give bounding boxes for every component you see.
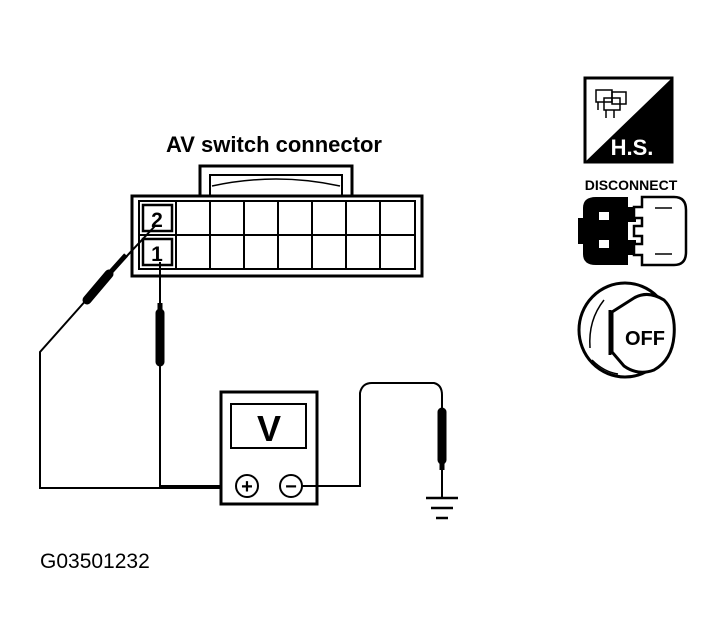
lead-wire-ground xyxy=(302,382,443,487)
ground-symbol-icon xyxy=(426,496,458,520)
connector-cavity-grid xyxy=(139,201,415,269)
meter-positive-terminal xyxy=(235,474,259,498)
lead-wire-pin-2 xyxy=(39,297,232,489)
disconnect-connector-icon xyxy=(578,195,688,267)
meter-minus-symbol: − xyxy=(285,476,297,498)
ignition-off-label: OFF xyxy=(625,328,665,350)
probe-pin-2 xyxy=(82,225,156,305)
lead-wire-pin-1 xyxy=(159,360,232,487)
meter-plus-symbol: + xyxy=(241,476,253,498)
hs-label: H.S. xyxy=(611,135,654,160)
pin-1-label: 1 xyxy=(151,243,163,266)
disconnect-label: DISCONNECT xyxy=(585,177,678,193)
harness-side-icon: H.S. xyxy=(583,76,674,164)
connector-title: AV switch connector xyxy=(166,132,382,157)
figure-id: G03501232 xyxy=(40,550,150,573)
voltmeter: V + − xyxy=(219,390,319,506)
pin-2-label: 2 xyxy=(151,209,163,232)
meter-unit: V xyxy=(257,408,281,449)
av-switch-connector: 2 1 xyxy=(130,164,424,278)
ignition-off-icon: OFF xyxy=(577,281,676,379)
